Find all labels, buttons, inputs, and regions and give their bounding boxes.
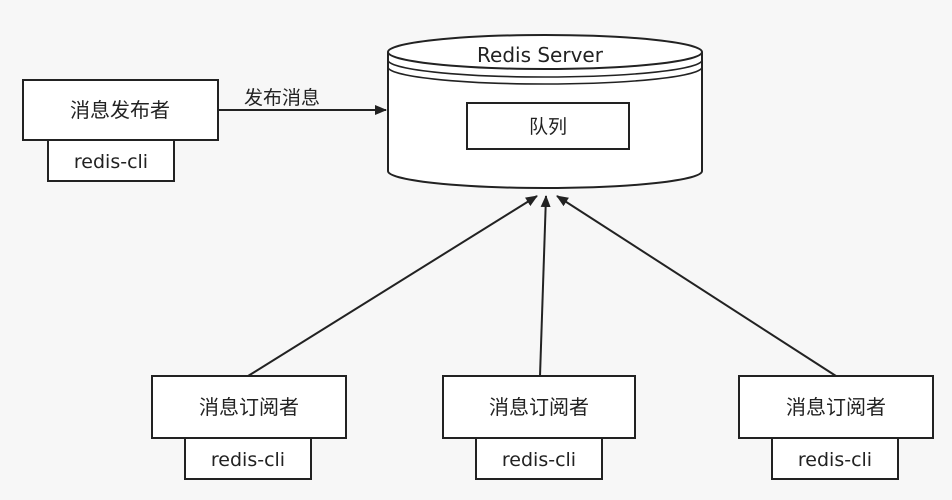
server-rim-line-1: [387, 59, 703, 78]
subscriber-client-box: [475, 437, 603, 480]
subscribe-arrow-middle: [539, 195, 551, 377]
queue-box: [466, 102, 630, 150]
publish-edge-label: 发布消息: [244, 87, 320, 109]
redis-server: Redis Server 队列: [387, 34, 703, 189]
subscriber-client-label: redis-cli: [211, 449, 285, 471]
queue-label: 队列: [529, 116, 567, 138]
subscribe-arrow-left: [247, 195, 538, 377]
subscribe-arrow-right: [556, 195, 837, 377]
subscriber-box: [442, 375, 636, 439]
publisher-client-label: redis-cli: [74, 151, 148, 173]
subscriber-node-3: 消息订阅者 redis-cli: [738, 375, 934, 480]
subscriber-node-2: 消息订阅者 redis-cli: [442, 375, 636, 480]
server-title: Redis Server: [477, 43, 604, 67]
server-rim-line-2: [387, 66, 703, 85]
publisher-client-box: [47, 139, 175, 182]
subscriber-label: 消息订阅者: [489, 395, 589, 419]
publisher-label: 消息发布者: [70, 98, 170, 122]
server-cylinder-top: [387, 34, 703, 70]
subscriber-client-label: redis-cli: [502, 449, 576, 471]
publisher-node: 消息发布者 redis-cli: [22, 79, 219, 182]
subscriber-client-label: redis-cli: [798, 449, 872, 471]
subscriber-node-1: 消息订阅者 redis-cli: [151, 375, 347, 480]
subscriber-box: [738, 375, 934, 439]
edges: [218, 105, 837, 377]
subscriber-label: 消息订阅者: [199, 395, 299, 419]
subscriber-client-box: [184, 437, 312, 480]
subscriber-client-box: [771, 437, 899, 480]
subscriber-label: 消息订阅者: [786, 395, 886, 419]
